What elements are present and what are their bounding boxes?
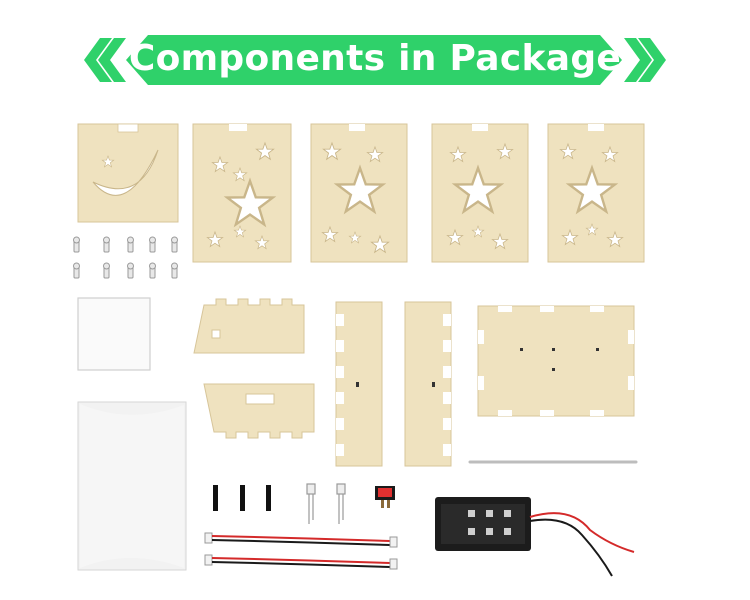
left-chevron-icon [98,38,126,82]
led-pair [306,483,346,524]
right-chevron-icon [638,38,666,82]
right-chevron-icon [624,38,652,82]
banner [84,35,666,85]
acrylic-square [77,297,151,371]
base-board [477,305,635,417]
moon-panel [77,123,179,223]
notched-strip [193,298,305,354]
banner-title: Components in Package [128,38,622,79]
tall-side-panel [335,301,383,467]
tall-side-panel [404,301,452,467]
screws [73,236,178,279]
banner-shape [126,35,622,85]
jumper-wires [204,532,398,570]
rocker-switch [375,486,395,508]
standoff-pins [213,485,271,511]
star-panel [431,123,529,263]
star-panel [547,123,645,263]
left-chevron-icon [84,38,112,82]
notched-strip [203,383,315,439]
diffuser-sheet [77,401,187,571]
star-panel [192,123,292,263]
star-panel [310,123,408,263]
battery-holder [435,497,635,577]
moon-cutout-icon [92,149,159,196]
